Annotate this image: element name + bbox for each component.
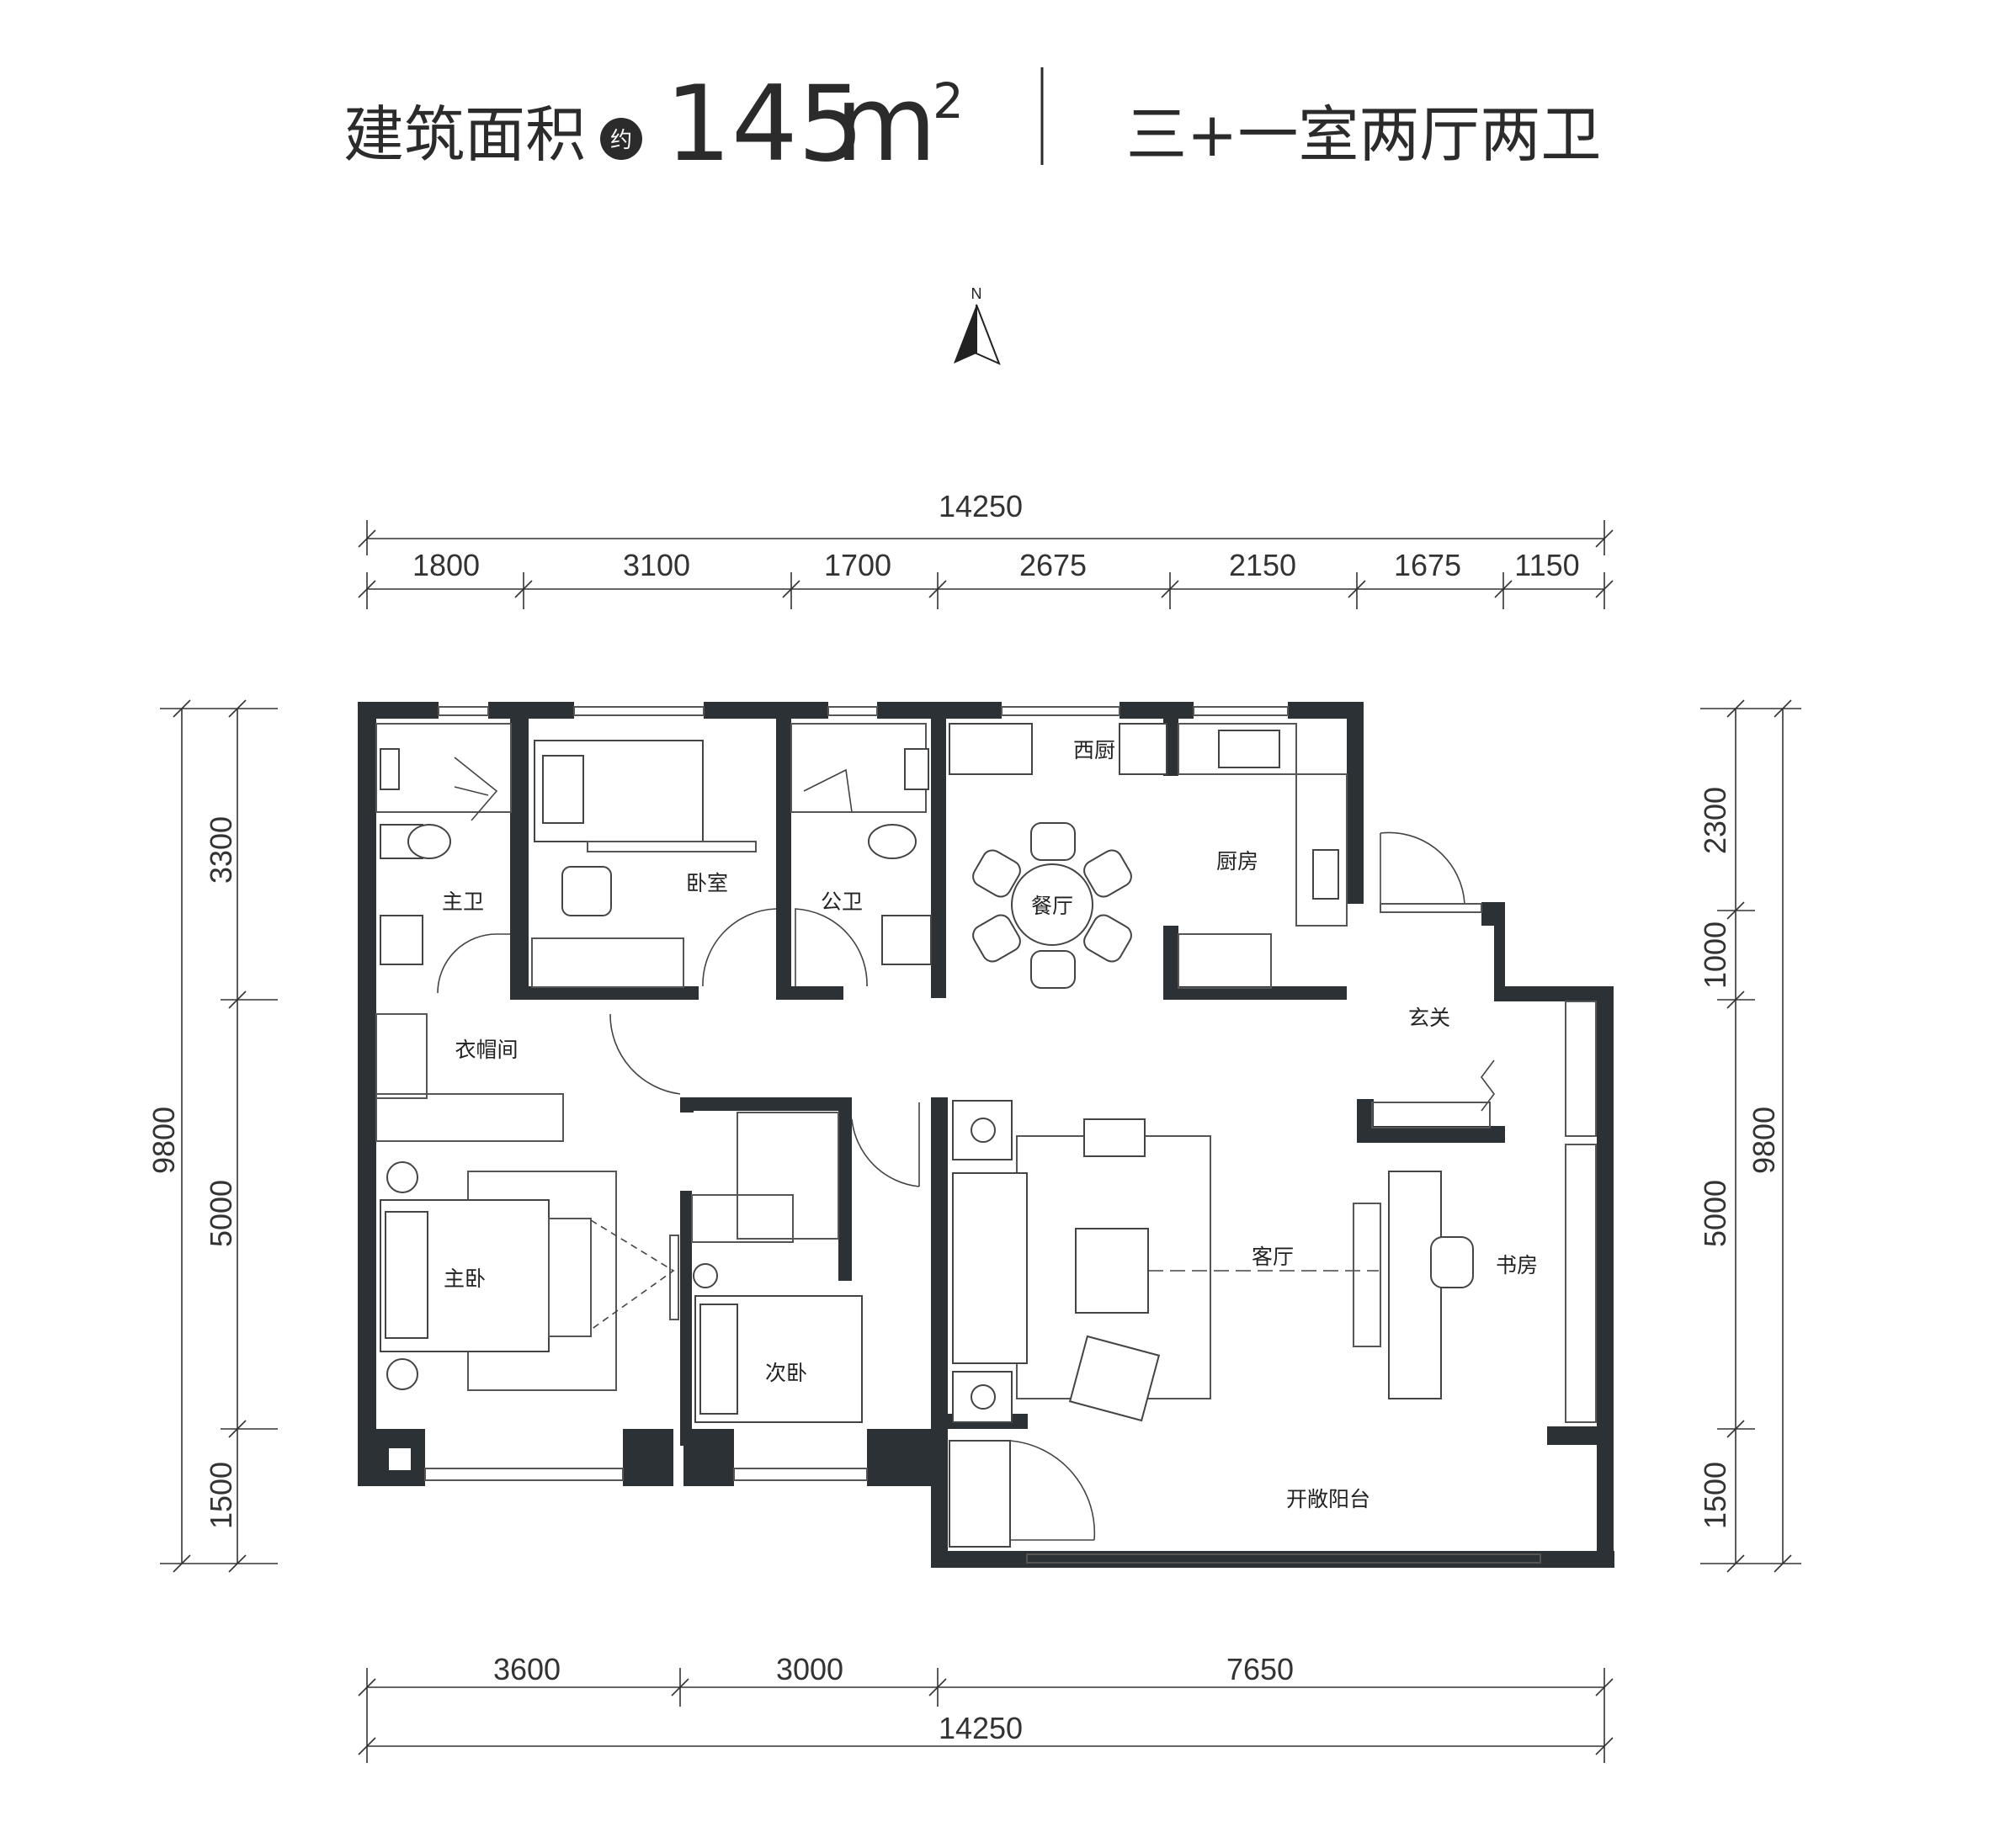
study-desk-icon — [1388, 1171, 1442, 1399]
left-dimension-chain: 3300 5000 1500 9800 — [146, 699, 278, 1573]
master-bath-shower-door — [454, 757, 498, 821]
sofa-icon — [952, 1172, 1028, 1364]
dim-bottom-total: 14250 — [939, 1711, 1023, 1745]
dim-tick-slash — [358, 580, 376, 598]
north-label: N — [971, 285, 982, 302]
dim-right-1: 2300 — [1698, 787, 1732, 854]
western-kitchen-sink-icon — [949, 723, 1033, 775]
dim-tick-slash — [928, 580, 947, 598]
dim-bottom-2: 3000 — [776, 1652, 843, 1686]
dim-top-3: 1700 — [824, 548, 891, 582]
label-master-bath: 主卫 — [442, 889, 484, 914]
public-bath-sink-icon — [881, 915, 932, 965]
washing-machine-icon — [949, 1440, 1011, 1548]
living-tv — [1353, 1203, 1381, 1347]
label-balcony: 开敞阳台 — [1286, 1487, 1370, 1511]
armchair-icon — [1068, 1335, 1161, 1422]
label-master-bedroom: 主卧 — [444, 1267, 486, 1291]
dim-bottom-1: 3600 — [493, 1652, 561, 1686]
label-kitchen: 厨房 — [1216, 849, 1258, 874]
label-cloakroom: 衣帽间 — [455, 1038, 518, 1062]
cloakroom-wardrobe-left — [375, 1013, 428, 1099]
label-dining: 餐厅 — [1031, 894, 1073, 918]
dim-top-1: 1800 — [412, 548, 480, 582]
dim-tick-slash — [1595, 580, 1614, 598]
dim-tick-slash — [514, 580, 533, 598]
label-public-bath: 公卫 — [821, 889, 863, 914]
kitchen-sink-icon — [1218, 730, 1280, 768]
fixtures — [375, 723, 1597, 1548]
approx-label: 约 — [610, 128, 632, 153]
dim-right-total: 9800 — [1747, 1107, 1781, 1174]
label-foyer: 玄关 — [1408, 1006, 1450, 1030]
master-bath-shelf-icon — [380, 748, 400, 790]
area-unit-superscript: 2 — [933, 72, 964, 130]
dim-left-2: 5000 — [204, 1180, 238, 1247]
room-labels: 主卫 卧室 公卫 西厨 餐厅 厨房 玄关 衣帽间 主卧 次卧 客厅 书房 开敞阳… — [442, 738, 1538, 1511]
study-chair-icon — [1430, 1236, 1474, 1288]
dim-bottom-3: 7650 — [1226, 1652, 1294, 1686]
dim-top-2: 3100 — [623, 548, 690, 582]
dim-tick-slash — [1161, 580, 1179, 598]
dim-right-4: 1500 — [1698, 1462, 1732, 1529]
dim-left-3: 1500 — [204, 1462, 238, 1529]
label-bedroom: 卧室 — [686, 871, 728, 895]
dim-tick-slash — [782, 580, 800, 598]
master-bedroom-tv — [669, 1235, 679, 1320]
dim-top-total: 14250 — [939, 489, 1023, 523]
dim-top-7: 1150 — [1514, 548, 1579, 582]
layout-label: 三+一室两厅两卫 — [1126, 99, 1601, 170]
area-label: 建筑面积 — [343, 99, 586, 170]
master-bath-sink-icon — [380, 915, 423, 965]
bottom-dimension-chain: 3600 3000 7650 14250 — [358, 1652, 1614, 1763]
dim-top-4: 2675 — [1019, 548, 1087, 582]
dim-left-total: 9800 — [146, 1107, 181, 1174]
approx-badge — [600, 118, 642, 160]
dim-top-5: 2150 — [1229, 548, 1296, 582]
dining-table-icon — [1011, 863, 1093, 946]
cloakroom-wardrobe-bottom — [375, 1093, 564, 1142]
top-dimension-chain: 14250 1800 3100 1700 2675 2150 1675 1150 — [358, 489, 1614, 609]
area-value: 145 — [665, 64, 864, 185]
label-study: 书房 — [1496, 1253, 1538, 1277]
dim-tick-slash — [1348, 580, 1366, 598]
dim-left-1: 3300 — [204, 816, 238, 884]
dim-right-2: 1000 — [1698, 921, 1732, 989]
living-ottoman — [1083, 1118, 1146, 1157]
area-unit: m — [835, 64, 937, 185]
bedroom-wardrobe — [531, 937, 684, 988]
north-arrow-icon: N — [954, 285, 1001, 365]
title-block: 建筑面积 约 145 m 2 三+一室两厅两卫 — [343, 64, 1601, 185]
right-dimension-chain: 2300 1000 5000 1500 9800 — [1698, 699, 1801, 1573]
coffee-table-icon — [1075, 1228, 1149, 1314]
dim-right-3: 5000 — [1698, 1180, 1732, 1247]
label-second-bedroom: 次卧 — [765, 1361, 807, 1385]
label-living-room: 客厅 — [1252, 1245, 1294, 1269]
label-western-kitchen: 西厨 — [1073, 738, 1115, 762]
dim-top-6: 1675 — [1394, 548, 1461, 582]
second-bedroom-wardrobe — [737, 1112, 839, 1240]
public-bath-toilet-icon — [868, 824, 917, 859]
kitchen-stove-icon — [1312, 849, 1339, 900]
dim-tick-slash — [1494, 580, 1513, 598]
study-bookshelf — [1565, 1001, 1597, 1137]
bedroom-chair-icon — [561, 866, 612, 916]
